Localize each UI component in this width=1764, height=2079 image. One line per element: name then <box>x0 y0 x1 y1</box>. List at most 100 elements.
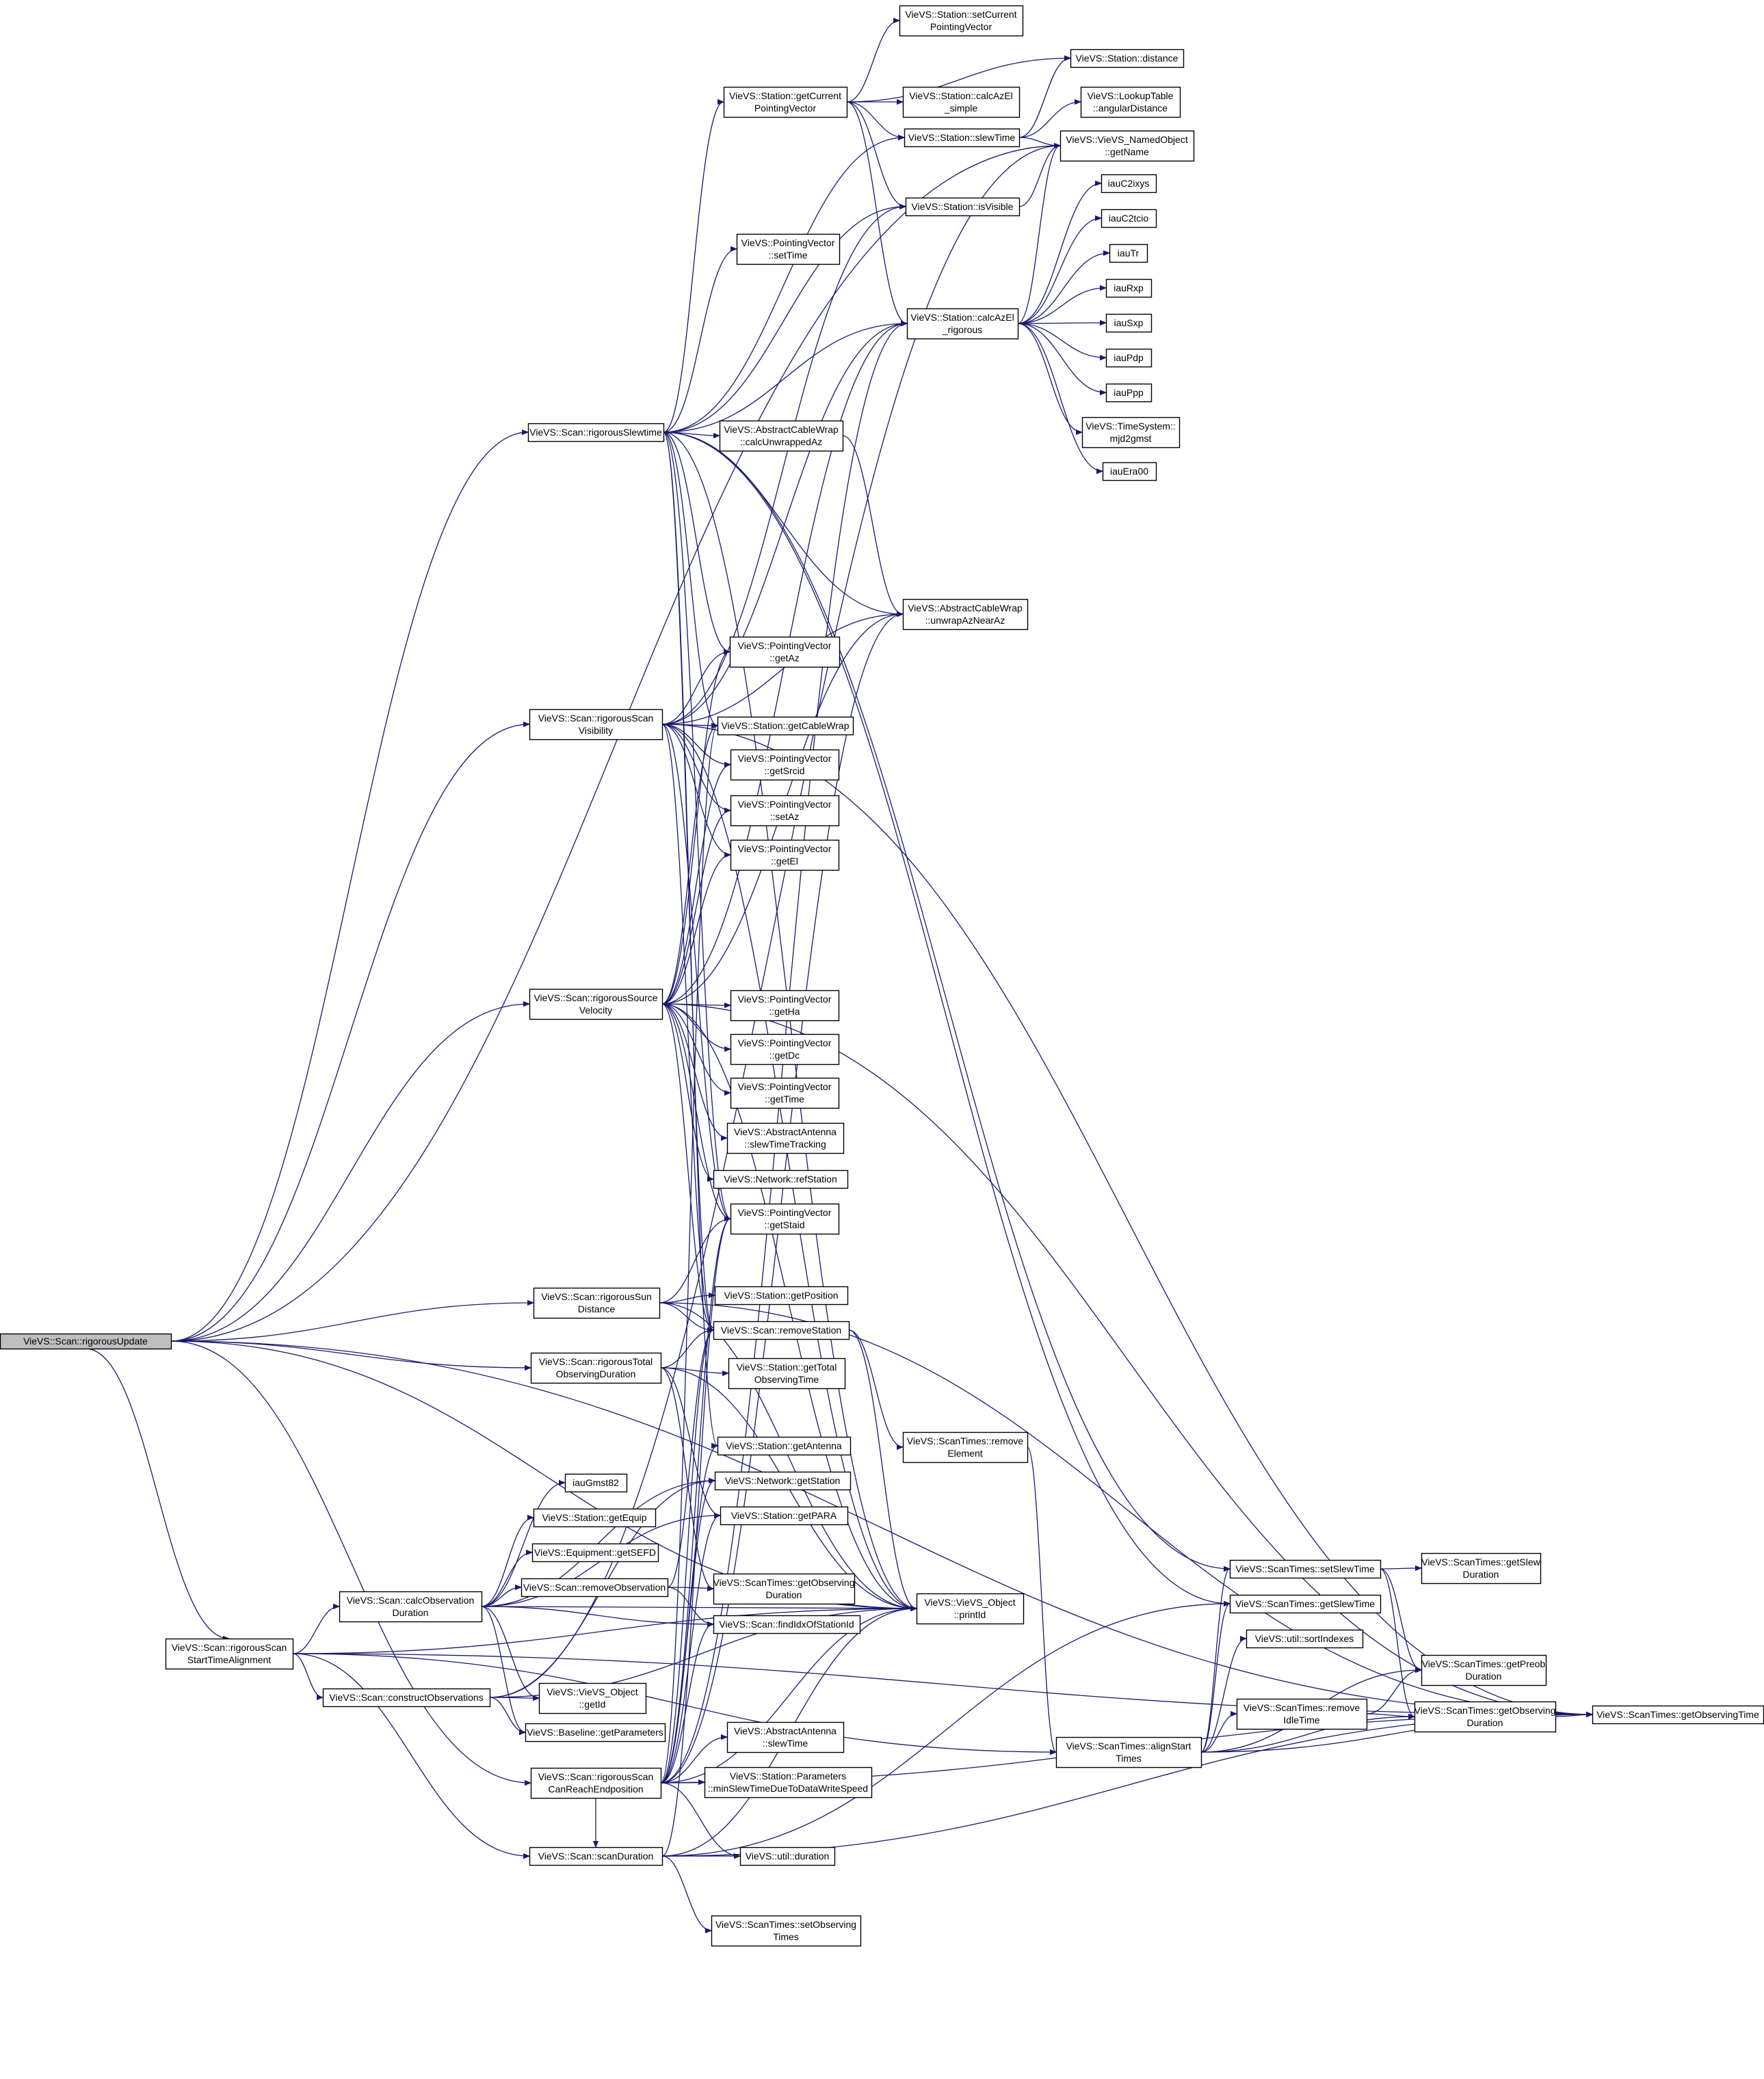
graph-node-iauPdp[interactable]: iauPdp <box>1105 348 1153 368</box>
node-box <box>1055 1736 1202 1769</box>
graph-node-calcUnwrap[interactable]: VieVS::AbstractCableWrap::calcUnwrappedA… <box>719 420 844 452</box>
node-box <box>711 1915 862 1947</box>
graph-node-constructObs[interactable]: VieVS::Scan::constructObservations <box>322 1688 491 1708</box>
edge-rigEndpos-to-utilDuration <box>660 1782 740 1856</box>
node-box <box>1421 1552 1542 1585</box>
graph-node-utilDuration[interactable]: VieVS::util::duration <box>739 1846 836 1866</box>
node-box <box>717 1436 852 1456</box>
graph-node-getId[interactable]: VieVS::VieVS_Object::getId <box>538 1682 647 1714</box>
graph-node-stSetSlew[interactable]: VieVS::ScanTimes::setSlewTime <box>1229 1559 1382 1579</box>
graph-node-getEquip[interactable]: VieVS::Station::getEquip <box>533 1508 657 1528</box>
graph-node-rigEndpos[interactable]: VieVS::Scan::rigorousScanCanReachEndposi… <box>530 1767 662 1799</box>
node-label: VieVS::Station::distance <box>1076 53 1179 64</box>
edge-rigSlew-to-calcRig <box>663 323 907 433</box>
graph-node-baselineParams[interactable]: VieVS::Baseline::getParameters <box>525 1723 666 1743</box>
graph-node-findIdx[interactable]: VieVS::Scan::findIdxOfStationId <box>713 1615 861 1634</box>
node-label: VieVS::Station::getCurrent <box>729 90 841 101</box>
graph-node-antSlew[interactable]: VieVS::AbstractAntenna::slewTime <box>726 1721 845 1753</box>
graph-node-slewTrack[interactable]: VieVS::AbstractAntenna::slewTimeTracking <box>726 1122 845 1154</box>
graph-node-calcSimple[interactable]: VieVS::Station::calcAzEl_simple <box>902 86 1021 118</box>
graph-node-getDc[interactable]: VieVS::PointingVector::getDc <box>730 1033 840 1065</box>
graph-node-getPARA[interactable]: VieVS::Station::getPARA <box>720 1506 849 1526</box>
graph-node-isVisible[interactable]: VieVS::Station::isVisible <box>905 197 1021 217</box>
graph-node-getPosition[interactable]: VieVS::Station::getPosition <box>714 1286 849 1306</box>
graph-node-getStaid[interactable]: VieVS::PointingVector::getStaid <box>730 1203 840 1235</box>
graph-node-mjd2gmst[interactable]: VieVS::TimeSystem::mjd2gmst <box>1081 416 1181 449</box>
graph-node-iauPpp[interactable]: iauPpp <box>1105 383 1153 403</box>
node-label: ::getSrcid <box>764 765 804 776</box>
graph-node-getAz[interactable]: VieVS::PointingVector::getAz <box>729 636 841 668</box>
graph-node-rigSlew[interactable]: VieVS::Scan::rigorousSlewtime <box>527 423 665 442</box>
edge-root-to-rigStartAlign <box>85 1348 229 1639</box>
graph-node-setAz[interactable]: VieVS::PointingVector::setAz <box>730 795 840 827</box>
node-box <box>713 1321 850 1340</box>
edge-rigEndpos-to-unwrapNear <box>660 614 903 1784</box>
edge-calcObsDur-to-baselineParams <box>481 1606 526 1732</box>
edge-rigTotObs-to-stGetObsDur1 <box>660 1367 714 1589</box>
graph-node-getSEFD[interactable]: VieVS::Equipment::getSEFD <box>531 1543 659 1563</box>
graph-node-scanDuration[interactable]: VieVS::Scan::scanDuration <box>529 1846 663 1866</box>
graph-node-minSlewWrite[interactable]: VieVS::Station::Parameters::minSlewTimeD… <box>704 1766 873 1799</box>
graph-node-removeStation[interactable]: VieVS::Scan::removeStation <box>713 1321 850 1340</box>
graph-node-slewTime[interactable]: VieVS::Station::slewTime <box>904 128 1021 148</box>
node-box <box>1105 313 1153 333</box>
graph-node-angDist[interactable]: VieVS::LookupTable::angularDistance <box>1080 86 1181 118</box>
graph-node-iauGmst82[interactable]: iauGmst82 <box>564 1473 628 1493</box>
graph-node-iauC2ixys[interactable]: iauC2ixys <box>1101 174 1157 194</box>
node-box <box>1229 1559 1382 1579</box>
node-box <box>1105 348 1153 368</box>
node-label: iauPpp <box>1114 387 1144 398</box>
graph-node-refStation[interactable]: VieVS::Network::refStation <box>713 1169 849 1189</box>
graph-node-iauRxp[interactable]: iauRxp <box>1105 278 1153 298</box>
graph-node-getHa[interactable]: VieVS::PointingVector::getHa <box>730 990 840 1022</box>
graph-node-calcRig[interactable]: VieVS::Station::calcAzEl_rigorous <box>906 308 1019 340</box>
graph-node-rigTotObs[interactable]: VieVS::Scan::rigorousTotalObservingDurat… <box>530 1352 662 1384</box>
graph-node-removeObs[interactable]: VieVS::Scan::removeObservation <box>521 1578 669 1598</box>
node-label: ::unwrapAzNearAz <box>925 615 1005 626</box>
graph-node-distance[interactable]: VieVS::Station::distance <box>1070 49 1185 68</box>
graph-node-getName[interactable]: VieVS::VieVS_NamedObject::getName <box>1059 130 1195 162</box>
graph-node-getSrcid[interactable]: VieVS::PointingVector::getSrcid <box>730 749 840 781</box>
node-label: VieVS::Scan::constructObservations <box>329 1692 483 1703</box>
graph-node-getAntenna[interactable]: VieVS::Station::getAntenna <box>717 1436 852 1456</box>
graph-node-printId[interactable]: VieVS::VieVS_Object::printId <box>916 1593 1025 1625</box>
graph-node-stGetSlewTime[interactable]: VieVS::ScanTimes::getSlewTime <box>1229 1594 1382 1614</box>
edge-rigStartAlign-to-alignStart <box>292 1653 1056 1752</box>
node-box <box>1081 416 1181 449</box>
graph-node-iauTr[interactable]: iauTr <box>1109 243 1148 263</box>
graph-node-getCableWrap[interactable]: VieVS::Station::getCableWrap <box>717 716 854 736</box>
graph-node-pvSetTime[interactable]: VieVS::PointingVector::setTime <box>736 233 841 265</box>
graph-node-root[interactable]: VieVS::Scan::rigorousUpdate <box>0 1333 172 1350</box>
graph-node-netGetStation[interactable]: VieVS::Network::getStation <box>714 1471 852 1491</box>
graph-node-getTime[interactable]: VieVS::PointingVector::getTime <box>730 1077 840 1109</box>
graph-node-getEl[interactable]: VieVS::PointingVector::getEl <box>730 839 840 871</box>
edge-alignStart-to-stSetSlew <box>1200 1569 1230 1753</box>
node-box <box>533 1287 661 1319</box>
node-label: VieVS::PointingVector <box>738 753 832 764</box>
graph-node-iauSxp[interactable]: iauSxp <box>1105 313 1153 333</box>
graph-node-stGetObsTime[interactable]: VieVS::ScanTimes::getObservingTime <box>1592 1705 1764 1725</box>
node-box <box>905 197 1021 217</box>
graph-node-iauC2tcio[interactable]: iauC2tcio <box>1101 209 1157 228</box>
graph-node-rigStartAlign[interactable]: VieVS::Scan::rigorousScanStartTimeAlignm… <box>165 1638 294 1670</box>
graph-node-iauEra00[interactable]: iauEra00 <box>1102 462 1157 481</box>
graph-node-unwrapNear[interactable]: VieVS::AbstractCableWrap::unwrapAzNearAz <box>902 598 1029 631</box>
graph-node-sortIndexes[interactable]: VieVS::util::sortIndexes <box>1246 1629 1364 1649</box>
node-label: Duration <box>766 1589 802 1600</box>
edge-rigSrcVel-to-getAz <box>661 652 730 1005</box>
